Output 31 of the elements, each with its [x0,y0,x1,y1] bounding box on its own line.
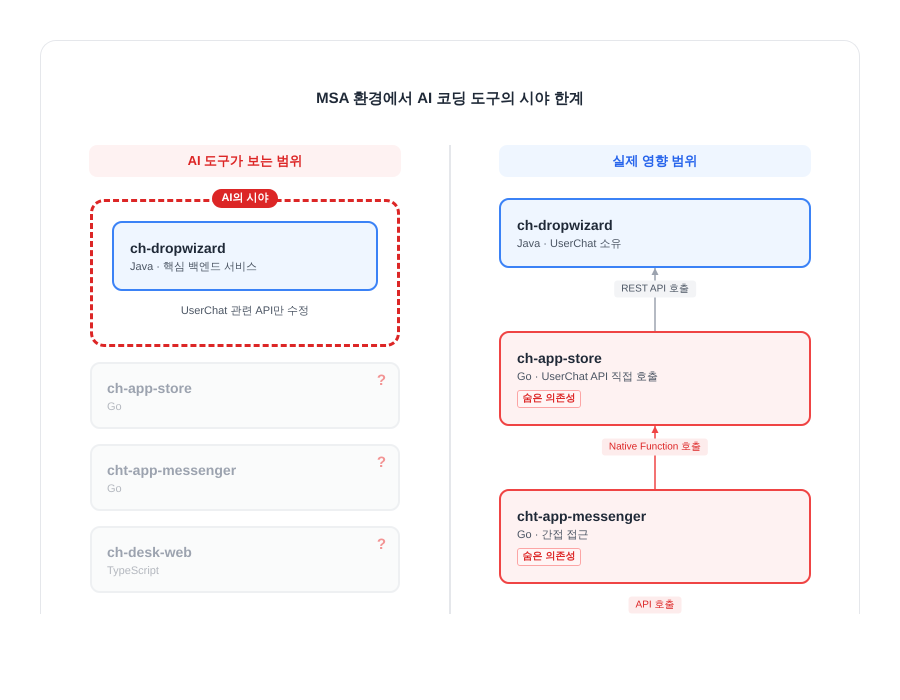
tag: 숨은 의존성 [517,390,581,408]
service-detail: Go [107,482,122,496]
service-detail: TypeScript [107,564,159,578]
question-mark: ? [376,454,386,472]
text-label: API 호출 [628,596,682,614]
service-name: cht-app-messenger [107,461,236,479]
service-card [112,221,378,291]
service-detail: Java · UserChat 소유 [517,237,622,251]
badge: AI의 시야 [212,189,278,208]
service-name: ch-dropwizard [130,239,226,257]
edge-label: Native Function 호출 [602,438,708,456]
question-mark: ? [376,536,386,554]
question-mark: ? [376,372,386,390]
service-name: ch-desk-web [107,543,192,561]
service-detail: Go · 간접 접근 [517,528,589,542]
diagram-title: MSA 환경에서 AI 코딩 도구의 시야 한계 [316,89,584,109]
service-name: cht-app-messenger [517,507,646,525]
service-detail: Java · 핵심 백엔드 서비스 [130,260,258,274]
service-detail: Go [107,400,122,414]
service-card [499,331,811,426]
tag: 숨은 의존성 [517,548,581,566]
column-header: 실제 영향 범위 [499,145,811,177]
edge-label: REST API 호출 [614,280,696,298]
service-card [499,198,811,268]
service-name: ch-app-store [107,379,192,397]
column-header: AI 도구가 보는 범위 [89,145,401,177]
service-detail: Go · UserChat API 직접 호출 [517,370,658,384]
note-text: UserChat 관련 API만 수정 [180,304,310,319]
service-name: ch-app-store [517,349,602,367]
service-card [499,489,811,584]
service-name: ch-dropwizard [517,216,613,234]
